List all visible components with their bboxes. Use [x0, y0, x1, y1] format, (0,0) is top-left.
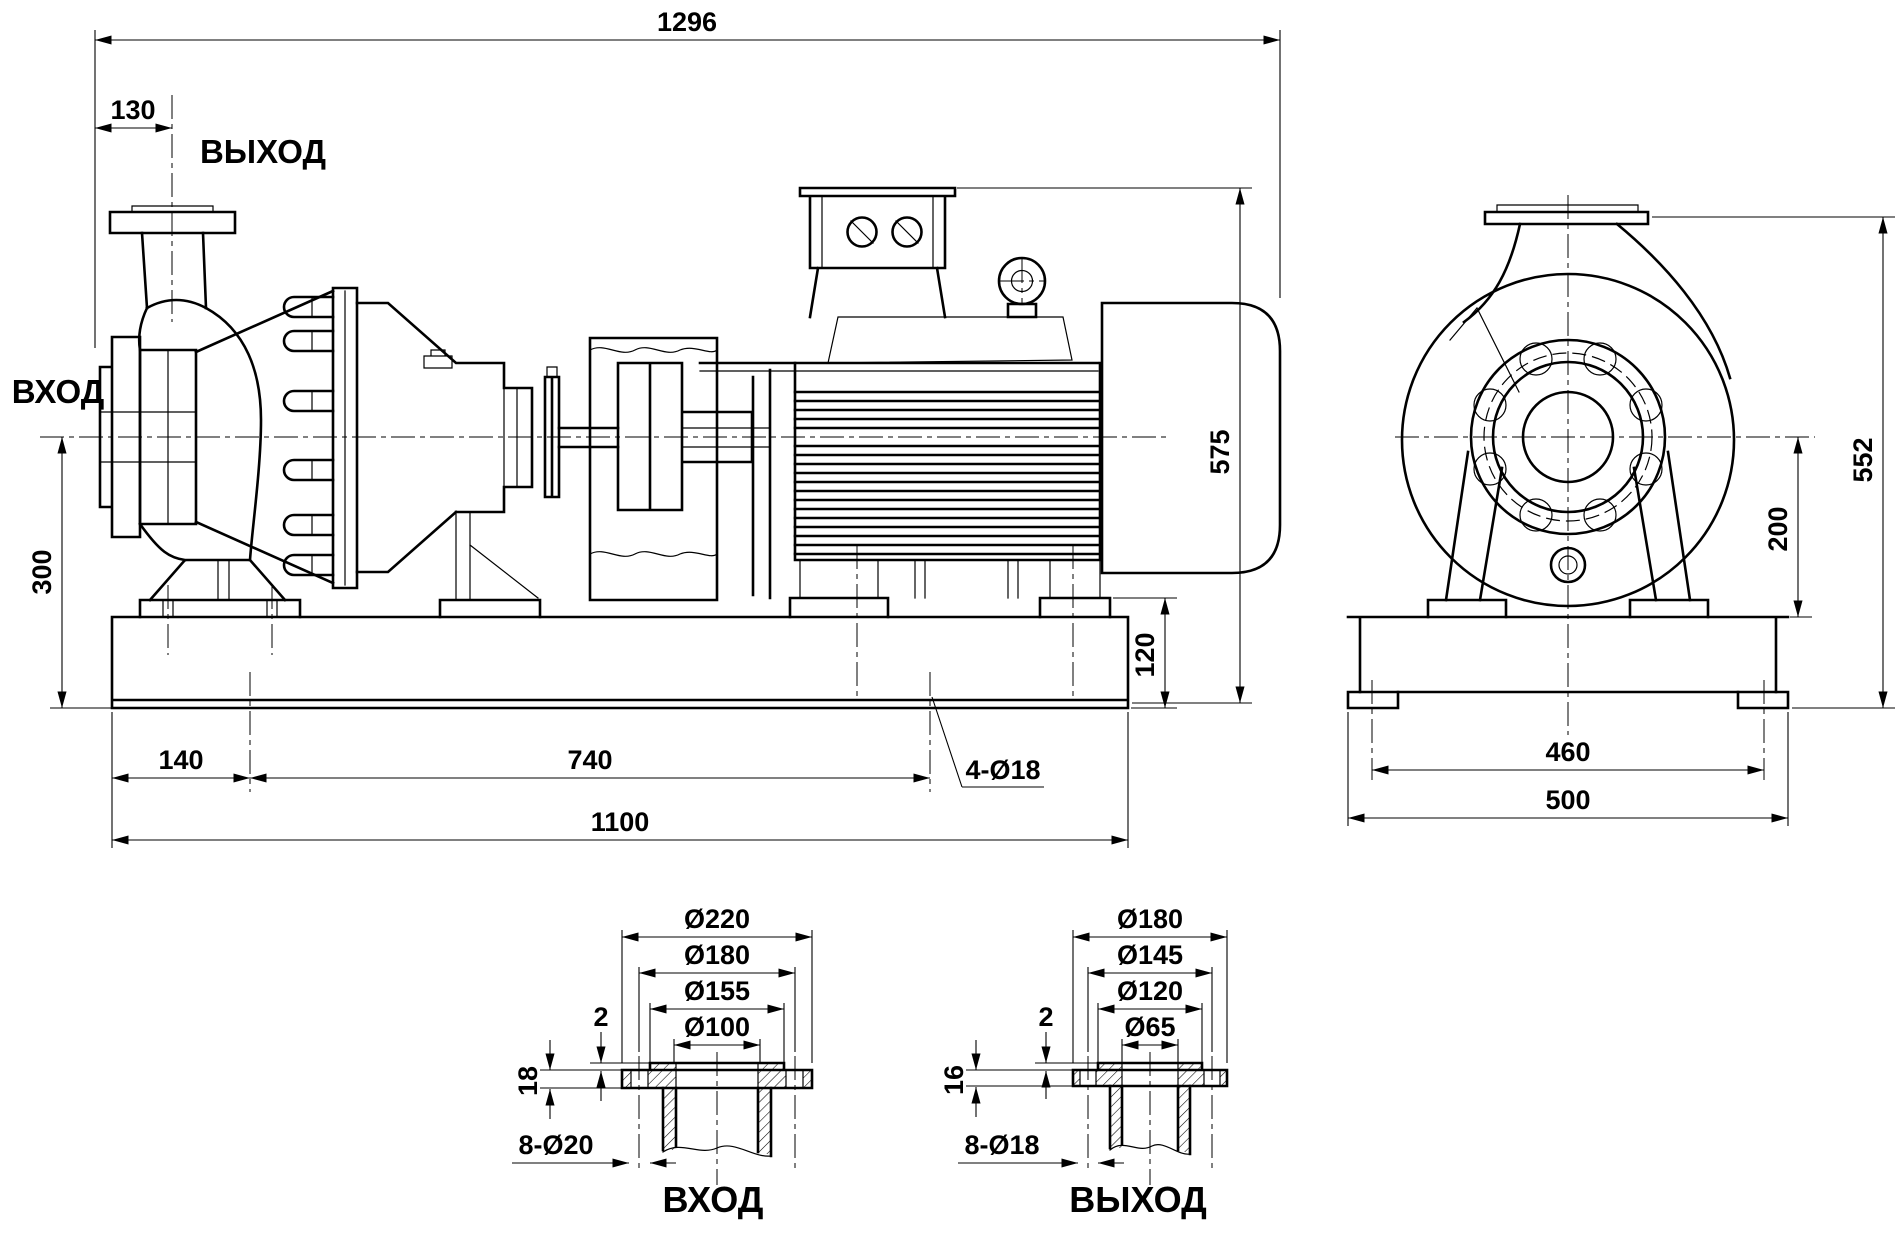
outlet-flange-detail: Ø180 Ø145 Ø120 Ø65 2 16 — [939, 904, 1229, 1220]
pump-shaft — [557, 426, 620, 449]
breather — [423, 349, 453, 369]
dim-base-length: 1100 — [591, 807, 650, 837]
terminal-box — [798, 186, 957, 319]
gland-2 — [891, 216, 923, 248]
motor-end-cap — [1100, 301, 1282, 575]
inlet-dim-bore: Ø100 — [684, 1012, 750, 1042]
front-shield — [751, 368, 772, 600]
inlet-dim-od: Ø220 — [684, 904, 750, 934]
volute — [1400, 272, 1736, 608]
support-legs — [1444, 450, 1692, 602]
casing-cones — [194, 289, 335, 585]
inlet-dim-holes: 8-Ø20 — [518, 1130, 593, 1160]
cooling-fins — [793, 390, 1102, 556]
dim-axis-to-base: 200 — [1763, 506, 1793, 551]
label-outlet: ВЫХОД — [200, 133, 326, 170]
inlet-flange — [98, 335, 142, 539]
drain-plug — [1549, 546, 1587, 584]
outlet-dim-holes: 8-Ø18 — [964, 1130, 1039, 1160]
outlet-dim-rf-height: 2 — [1038, 1002, 1053, 1032]
outlet-dim-raised-face: Ø120 — [1117, 976, 1183, 1006]
gland-1 — [846, 216, 878, 248]
eye-bolt — [997, 256, 1047, 319]
side-base — [1346, 615, 1790, 780]
dim-base-holes: 4-Ø18 — [965, 755, 1040, 785]
outlet-flange-section — [1071, 1061, 1229, 1156]
dim-hole-spacing: 740 — [567, 745, 612, 775]
main-view-dimensions: 1296 130 575 300 120 140 740 1100 4-Ø18 … — [12, 7, 1281, 848]
label-inlet: ВХОД — [12, 373, 104, 410]
side-pump — [1400, 204, 1736, 619]
top-cover — [827, 316, 1073, 364]
bolt-circle — [1483, 352, 1653, 522]
inlet-dim-bolt-circle: Ø180 — [684, 940, 750, 970]
inlet-dim-raised-face: Ø155 — [684, 976, 750, 1006]
casing-cover — [331, 286, 359, 590]
side-view: 552 200 460 500 — [1346, 195, 1895, 826]
coupling-guard — [588, 336, 771, 602]
dim-overall-height: 552 — [1848, 437, 1878, 482]
outlet-dim-thickness: 16 — [939, 1065, 969, 1095]
discharge-neck — [140, 231, 208, 310]
inlet-detail-title: ВХОД — [663, 1179, 764, 1220]
flange-holes — [1473, 342, 1663, 532]
inlet-dim-thickness: 18 — [513, 1066, 543, 1096]
dim-base-width: 500 — [1545, 785, 1590, 815]
outlet-dim-bore: Ø65 — [1124, 1012, 1175, 1042]
break-line — [1109, 1144, 1191, 1155]
side-outlet-flange — [1483, 210, 1650, 226]
outlet-flange — [108, 210, 237, 235]
coupling-disc — [543, 375, 561, 499]
dim-outlet-offset: 130 — [110, 95, 155, 125]
dim-base-height: 120 — [1130, 632, 1160, 677]
bearing-bracket — [355, 301, 620, 601]
inlet-dim-rf-height: 2 — [593, 1002, 608, 1032]
inlet-flange-section — [620, 1061, 814, 1158]
foot-axes — [167, 545, 1074, 792]
outlet-dim-bolt-circle: Ø145 — [1117, 940, 1183, 970]
inlet-flange-detail: Ø220 Ø180 Ø155 Ø100 2 18 — [512, 904, 814, 1220]
main-view: 1296 130 575 300 120 140 740 1100 4-Ø18 … — [12, 7, 1282, 848]
volute-neck — [1462, 222, 1732, 380]
casing-studs — [282, 295, 335, 577]
break-line — [662, 1145, 772, 1157]
dim-motor-top-height: 575 — [1205, 429, 1235, 474]
dim-hole-offset: 140 — [158, 745, 203, 775]
pump-casing — [98, 205, 359, 602]
outlet-detail-title: ВЫХОД — [1069, 1179, 1207, 1220]
side-view-dimensions: 552 200 460 500 — [1347, 216, 1895, 826]
outlet-dim-od: Ø180 — [1117, 904, 1183, 934]
electric-motor — [698, 186, 1282, 600]
dim-axis-height: 300 — [27, 549, 57, 594]
dim-overall-length: 1296 — [657, 7, 717, 37]
base-frame — [110, 559, 1130, 710]
dim-foot-spacing: 460 — [1545, 737, 1590, 767]
